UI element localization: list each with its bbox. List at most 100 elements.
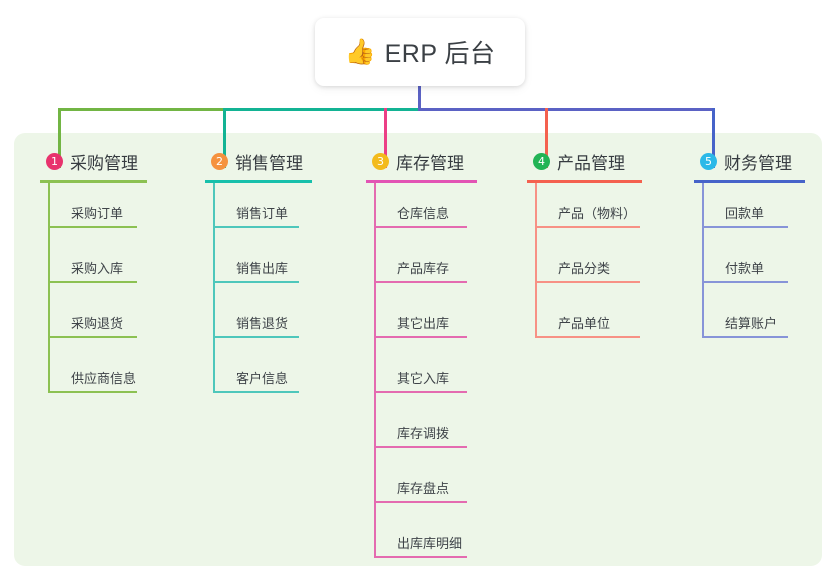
connector-bar-green: [58, 108, 223, 111]
branch-header-2[interactable]: 2 销售管理: [205, 148, 312, 174]
leaf-item[interactable]: 销售订单: [214, 183, 312, 238]
branch-header-5[interactable]: 5 财务管理: [694, 148, 805, 174]
leaf-item[interactable]: 库存盘点: [375, 458, 477, 513]
branch-column-2: 2 销售管理销售订单销售出库销售退货客户信息: [205, 148, 312, 403]
branch-underline-1: [40, 180, 147, 183]
root-trunk-line: [418, 84, 421, 108]
leaf-item[interactable]: 采购退货: [49, 293, 147, 348]
connector-bar-indigo: [418, 108, 715, 111]
branch-title-3: 库存管理: [396, 153, 464, 173]
leaf-item[interactable]: 付款单: [703, 238, 805, 293]
leaf-underline: [375, 281, 467, 283]
leaf-item[interactable]: 产品库存: [375, 238, 477, 293]
leaf-label: 库存调拨: [397, 426, 450, 441]
leaf-label: 出库库明细: [397, 536, 463, 551]
leaf-label: 销售订单: [236, 206, 289, 221]
leaf-item[interactable]: 采购订单: [49, 183, 147, 238]
connector-drop-1: [58, 108, 61, 168]
leaf-label: 产品单位: [558, 316, 611, 331]
leaf-underline: [49, 391, 137, 393]
branch-column-5: 5 财务管理回款单付款单结算账户: [694, 148, 805, 348]
leaf-item[interactable]: 客户信息: [214, 348, 312, 403]
leaf-label: 采购订单: [71, 206, 124, 221]
leaf-list-4: 产品（物料） 产品分类产品单位: [527, 183, 642, 348]
leaf-label: 其它入库: [397, 371, 450, 386]
leaf-underline: [375, 336, 467, 338]
leaf-label: 仓库信息: [397, 206, 450, 221]
branch-underline-3: [366, 180, 477, 183]
branch-title-5: 财务管理: [724, 153, 792, 173]
root-node-label: ERP 后台: [384, 40, 496, 68]
leaf-underline: [375, 446, 467, 448]
leaf-item[interactable]: 回款单: [703, 183, 805, 238]
leaf-underline: [214, 336, 299, 338]
leaf-item[interactable]: 采购入库: [49, 238, 147, 293]
thumbs-up-icon: 👍: [344, 37, 376, 66]
leaf-item[interactable]: 其它入库: [375, 348, 477, 403]
leaf-underline: [536, 281, 640, 283]
branch-underline-2: [205, 180, 312, 183]
leaf-label: 采购入库: [71, 261, 124, 276]
leaf-spine-4: [535, 183, 537, 338]
connector-bar-teal: [223, 108, 421, 111]
diagram-panel: [14, 133, 822, 566]
branch-badge-4: 4: [533, 152, 550, 170]
leaf-underline: [703, 336, 788, 338]
leaf-item[interactable]: 供应商信息: [49, 348, 147, 403]
leaf-spine-5: [702, 183, 704, 338]
leaf-list-2: 销售订单销售出库销售退货客户信息: [205, 183, 312, 403]
leaf-spine-1: [48, 183, 50, 393]
leaf-label: 产品库存: [397, 261, 450, 276]
leaf-underline: [536, 336, 640, 338]
leaf-underline: [375, 556, 467, 558]
root-node-content: 👍 ERP 后台: [344, 34, 495, 70]
leaf-label: 库存盘点: [397, 481, 450, 496]
leaf-list-5: 回款单付款单结算账户: [694, 183, 805, 348]
leaf-item[interactable]: 出库库明细: [375, 513, 477, 568]
leaf-list-3: 仓库信息产品库存其它出库其它入库库存调拨库存盘点出库库明细: [366, 183, 477, 568]
leaf-label: 采购退货: [71, 316, 124, 331]
leaf-item[interactable]: 其它出库: [375, 293, 477, 348]
leaf-label: 产品（物料）: [558, 206, 637, 221]
leaf-label: 其它出库: [397, 316, 450, 331]
leaf-label: 回款单: [725, 206, 765, 221]
leaf-underline: [536, 226, 640, 228]
leaf-list-1: 采购订单采购入库采购退货供应商信息: [40, 183, 147, 403]
leaf-label: 销售出库: [236, 261, 289, 276]
leaf-underline: [375, 226, 467, 228]
branch-title-2: 销售管理: [235, 153, 303, 173]
leaf-label: 销售退货: [236, 316, 289, 331]
leaf-item[interactable]: 销售退货: [214, 293, 312, 348]
leaf-item[interactable]: 销售出库: [214, 238, 312, 293]
branch-badge-5: 5: [700, 152, 717, 170]
leaf-item[interactable]: 产品（物料）: [536, 183, 642, 238]
leaf-label: 结算账户: [725, 316, 778, 331]
leaf-spine-3: [374, 183, 376, 558]
leaf-label: 产品分类: [558, 261, 611, 276]
leaf-label: 供应商信息: [71, 371, 137, 386]
connector-drop-5: [712, 108, 715, 168]
branch-badge-2: 2: [211, 152, 228, 170]
leaf-underline: [703, 226, 788, 228]
leaf-item[interactable]: 结算账户: [703, 293, 805, 348]
leaf-label: 客户信息: [236, 371, 289, 386]
connector-drop-4: [545, 108, 548, 168]
leaf-underline: [49, 281, 137, 283]
leaf-underline: [214, 281, 299, 283]
leaf-underline: [214, 226, 299, 228]
root-node-card[interactable]: 👍 ERP 后台: [315, 18, 525, 86]
leaf-underline: [214, 391, 299, 393]
leaf-item[interactable]: 仓库信息: [375, 183, 477, 238]
leaf-underline: [375, 501, 467, 503]
branch-title-1: 采购管理: [70, 153, 138, 173]
leaf-item[interactable]: 库存调拨: [375, 403, 477, 458]
leaf-item[interactable]: 产品单位: [536, 293, 642, 348]
leaf-item[interactable]: 产品分类: [536, 238, 642, 293]
